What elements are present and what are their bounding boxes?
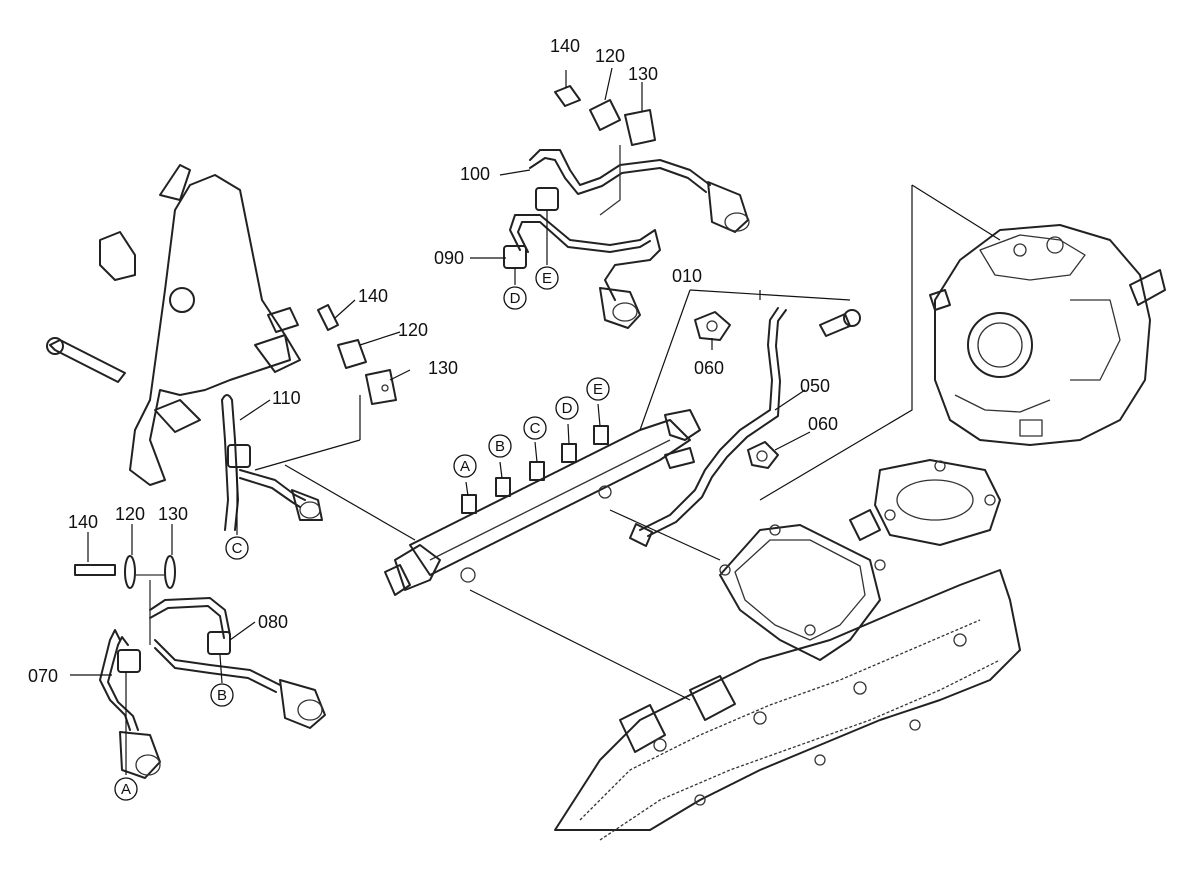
svg-text:C: C xyxy=(530,420,541,437)
marker-rail-c: C xyxy=(523,416,547,440)
bolt-rail-lower xyxy=(664,447,695,469)
callout-080: 080 xyxy=(258,612,288,632)
clamp-lower-left xyxy=(74,555,176,645)
callout-050: 050 xyxy=(800,376,830,396)
callout-130-mid: 130 xyxy=(428,358,458,378)
callout-120-mid: 120 xyxy=(398,320,428,340)
marker-pipe070-a: A xyxy=(114,777,138,801)
clamp-left-mid xyxy=(317,304,397,405)
pipe-070 xyxy=(99,629,161,779)
marker-pipe110-c: C xyxy=(225,536,249,560)
marker-rail-b: B xyxy=(488,434,512,458)
clamp-060-lower xyxy=(747,441,779,469)
svg-text:C: C xyxy=(232,540,243,557)
svg-text:D: D xyxy=(510,290,521,307)
pipe-050 xyxy=(629,307,787,547)
clamp-060-upper xyxy=(694,311,731,341)
callout-120-top: 120 xyxy=(595,46,625,66)
marker-rail-d: D xyxy=(555,396,579,420)
callout-130-top: 130 xyxy=(628,64,658,84)
callout-110: 110 xyxy=(272,388,301,408)
callout-060-upper: 060 xyxy=(694,358,724,378)
svg-text:D: D xyxy=(562,400,573,417)
pipe-090 xyxy=(503,214,661,329)
callout-090: 090 xyxy=(434,248,464,268)
common-rail xyxy=(384,409,701,596)
svg-text:A: A xyxy=(121,781,131,798)
engine-block xyxy=(554,569,1021,841)
callout-100: 100 xyxy=(460,164,490,184)
callout-060-lower: 060 xyxy=(808,414,838,434)
marker-pipe090-e: E xyxy=(535,266,559,290)
svg-text:A: A xyxy=(460,458,470,475)
mounting-bracket xyxy=(99,164,301,486)
callout-labels: 010 050 060 060 070 080 090 100 110 120 … xyxy=(28,36,838,686)
callout-070: 070 xyxy=(28,666,58,686)
callout-140-top: 140 xyxy=(550,36,580,56)
fuel-injection-pump xyxy=(929,224,1166,446)
callout-010: 010 xyxy=(672,266,702,286)
svg-text:E: E xyxy=(593,381,603,398)
marker-rail-a: A xyxy=(453,454,477,478)
leader-lines xyxy=(70,67,1001,775)
svg-text:B: B xyxy=(217,687,227,704)
svg-text:B: B xyxy=(495,438,505,455)
intake-manifold xyxy=(719,459,1001,661)
callout-120-low: 120 xyxy=(115,504,145,524)
bolt-010 xyxy=(819,309,861,337)
marker-pipe090-d: D xyxy=(503,286,527,310)
bolt-left-long xyxy=(46,337,126,383)
bracket-top xyxy=(554,85,656,216)
callout-130-low: 130 xyxy=(158,504,188,524)
marker-pipe080-b: B xyxy=(210,683,234,707)
pipe-100 xyxy=(529,149,750,233)
pipe-080 xyxy=(149,597,326,729)
callout-140-mid: 140 xyxy=(358,286,388,306)
marker-rail-e: E xyxy=(586,377,610,401)
svg-text:E: E xyxy=(542,270,552,287)
connection-markers: A B C D E D E C xyxy=(114,266,610,801)
callout-140-low: 140 xyxy=(68,512,98,532)
